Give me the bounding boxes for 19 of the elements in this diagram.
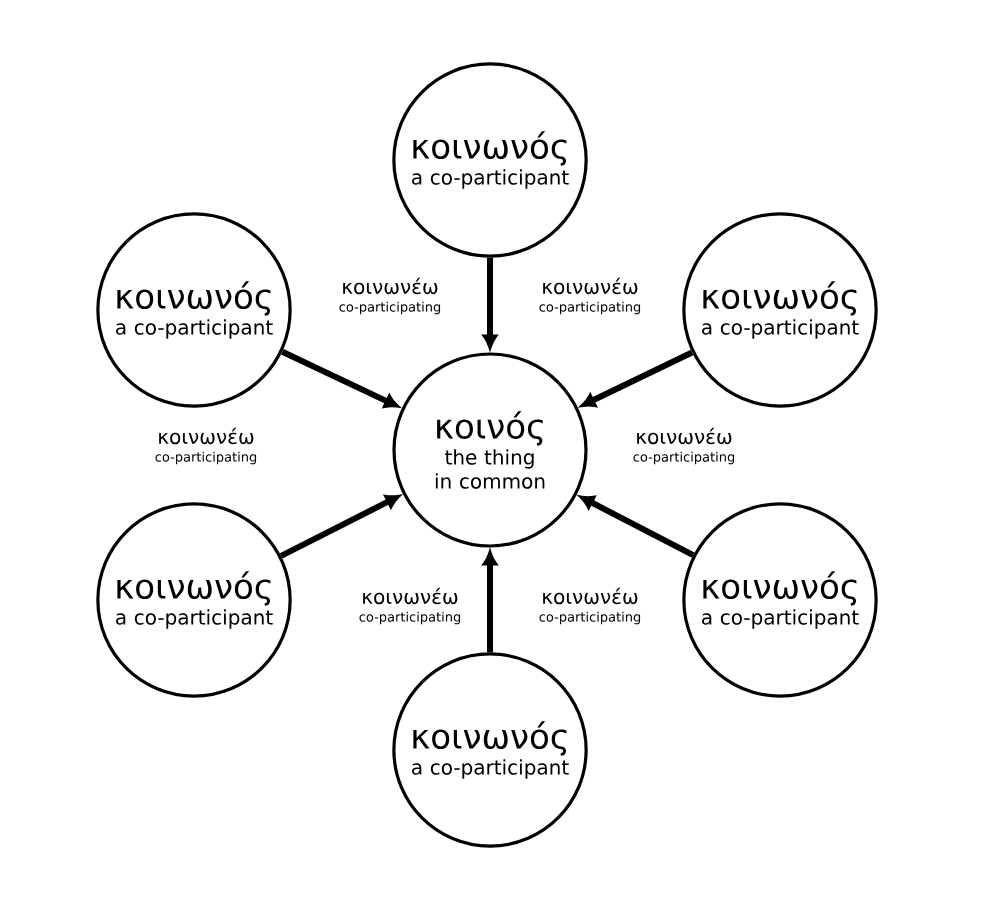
edge-label: κοινωνέω: [539, 585, 641, 607]
circle-node: κοινωνός a co-participant: [392, 652, 588, 848]
arrow: [482, 551, 498, 653]
edge-label: κοινωνέω: [633, 425, 735, 447]
arrow: [281, 349, 399, 408]
circle-node: κοινωνός a co-participant: [96, 502, 292, 698]
edge-label: κοινωνέω: [359, 585, 461, 607]
arrow: [279, 494, 400, 559]
arrow: [579, 495, 695, 558]
edge-label: κοινωνέω: [339, 275, 441, 297]
arrow: [482, 257, 498, 349]
circle-node: κοινωνός a co-participant: [682, 212, 878, 408]
circle-node: κοινωνός a co-participant: [682, 502, 878, 698]
circle-node: κοινωνός a co-participant: [392, 62, 588, 258]
edge-label: κοινωνέω: [155, 425, 257, 447]
arrow: [581, 349, 694, 408]
edge-label: κοινωνέω: [539, 275, 641, 297]
circle-node: κοινωνός a co-participant: [96, 212, 292, 408]
circle-node: κοινός the thing in common: [392, 352, 588, 548]
